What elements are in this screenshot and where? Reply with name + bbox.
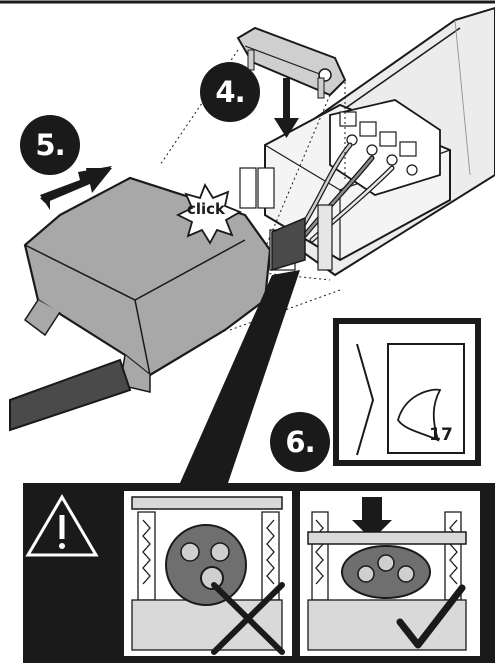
power-cable bbox=[9, 216, 306, 432]
click-burst bbox=[175, 182, 243, 245]
page-reference-number: 17 bbox=[429, 425, 453, 445]
correct-example bbox=[300, 491, 480, 656]
click-label: click bbox=[186, 200, 226, 218]
step-6-badge: 6. bbox=[270, 412, 330, 472]
check-icon bbox=[396, 584, 466, 649]
down-arrow-icon-small bbox=[352, 497, 392, 540]
warning-triangle-icon bbox=[25, 494, 99, 557]
reference-box bbox=[333, 318, 481, 466]
right-arrow-body bbox=[40, 168, 112, 203]
strain-relief-clamp bbox=[236, 26, 347, 99]
step-5-badge: 5. bbox=[20, 115, 80, 175]
step-4-badge: 4. bbox=[200, 62, 260, 122]
down-arrow-icon bbox=[274, 78, 299, 138]
detail-callout-wedge bbox=[180, 270, 300, 483]
wrong-example bbox=[124, 491, 292, 656]
terminal-block bbox=[329, 99, 441, 196]
cross-icon bbox=[211, 582, 285, 655]
